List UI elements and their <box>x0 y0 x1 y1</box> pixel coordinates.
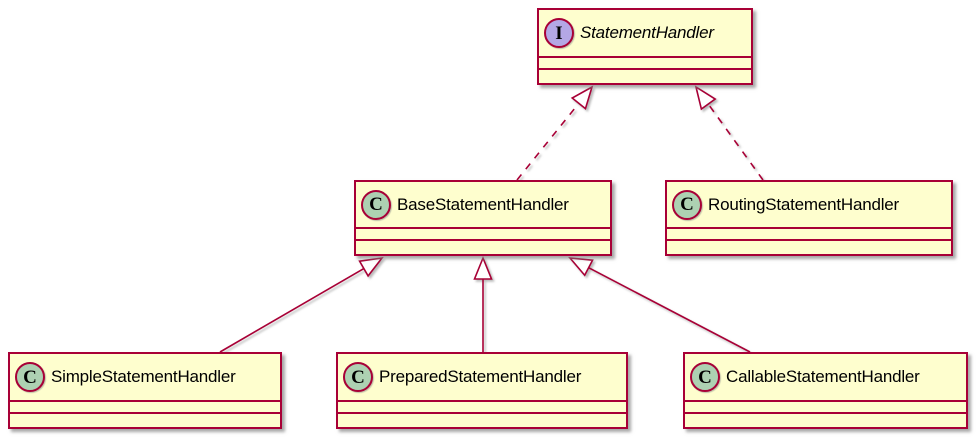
fields-compartment <box>356 227 610 239</box>
node-title: C PreparedStatementHandler <box>338 354 626 400</box>
methods-compartment <box>10 412 280 427</box>
node-routing-statement-handler: C RoutingStatementHandler <box>665 180 953 256</box>
hollow-triangle-arrowhead <box>473 255 493 280</box>
class-icon: C <box>15 362 45 392</box>
fields-compartment <box>685 400 966 412</box>
fields-compartment <box>10 400 280 412</box>
fields-compartment <box>539 56 751 68</box>
edge-generalization-callable-statement-handler <box>588 267 751 353</box>
hollow-triangle-arrowhead <box>694 85 717 111</box>
edge-generalization-simple-statement-handler <box>219 267 365 353</box>
node-label: RoutingStatementHandler <box>708 194 900 214</box>
node-label: BaseStatementHandler <box>397 194 569 214</box>
class-icon: C <box>361 189 391 220</box>
node-prepared-statement-handler: C PreparedStatementHandler <box>336 352 628 429</box>
node-label: StatementHandler <box>580 23 714 42</box>
hollow-triangle-arrowhead <box>568 257 594 277</box>
node-statement-handler: I StatementHandler <box>537 8 753 85</box>
node-simple-statement-handler: C SimpleStatementHandler <box>8 352 282 429</box>
node-title: C SimpleStatementHandler <box>10 354 280 400</box>
methods-compartment <box>338 412 626 427</box>
methods-compartment <box>667 239 951 254</box>
node-label: CallableStatementHandler <box>726 367 920 386</box>
interface-icon: I <box>544 18 574 48</box>
edge-realization-base-statement-handler <box>516 102 580 181</box>
class-icon: C <box>672 189 702 220</box>
node-title: I StatementHandler <box>539 10 751 56</box>
node-callable-statement-handler: C CallableStatementHandler <box>683 352 968 429</box>
class-icon: C <box>690 362 720 392</box>
node-label: PreparedStatementHandler <box>379 367 582 386</box>
node-title: C BaseStatementHandler <box>356 182 610 227</box>
hollow-triangle-arrowhead <box>570 85 594 111</box>
fields-compartment <box>338 400 626 412</box>
methods-compartment <box>685 412 966 427</box>
hollow-triangle-arrowhead <box>358 256 384 278</box>
node-label: SimpleStatementHandler <box>51 367 236 386</box>
class-icon: C <box>343 362 373 392</box>
methods-compartment <box>539 68 751 83</box>
node-title: C RoutingStatementHandler <box>667 182 951 227</box>
edge-realization-routing-statement-handler <box>707 103 764 181</box>
node-title: C CallableStatementHandler <box>685 354 966 400</box>
node-base-statement-handler: C BaseStatementHandler <box>354 180 612 256</box>
methods-compartment <box>356 239 610 254</box>
fields-compartment <box>667 227 951 239</box>
